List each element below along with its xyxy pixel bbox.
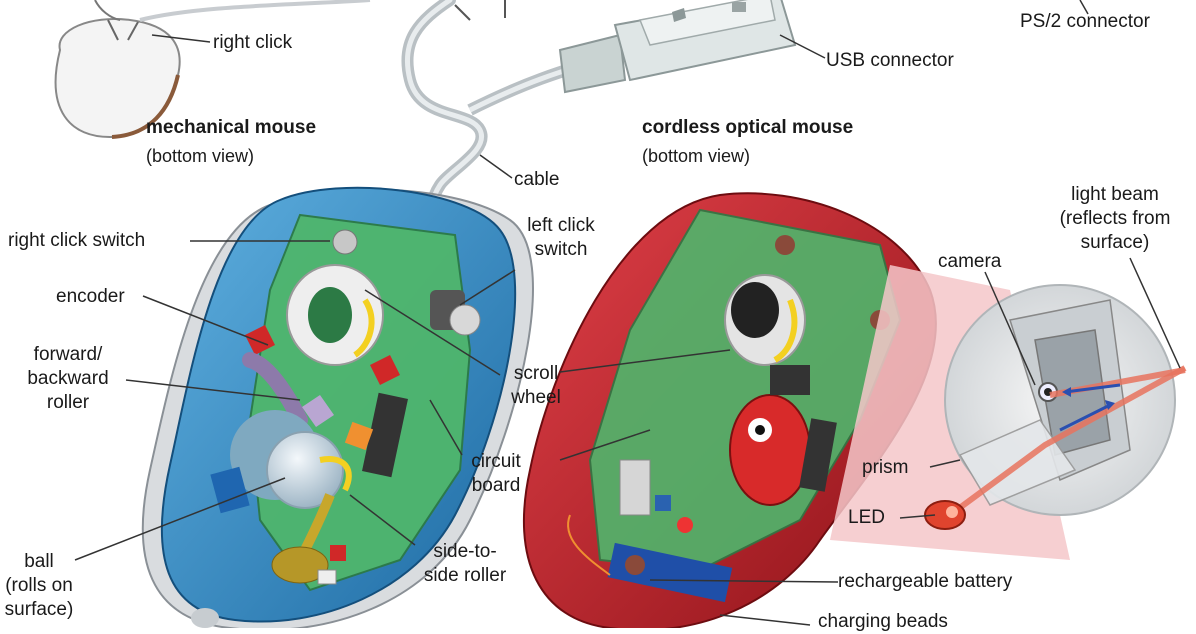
- label-scroll-wheel: scroll wheel: [500, 362, 572, 410]
- label-line: (rolls on: [5, 575, 73, 596]
- label-encoder: encoder: [56, 286, 125, 307]
- label-right-click-switch: right click switch: [8, 230, 146, 251]
- label-side-to-side-roller: side-to- side roller: [410, 540, 520, 588]
- label-line: surface): [4, 599, 74, 620]
- label-line: roller: [46, 392, 90, 413]
- label-line: board: [471, 475, 521, 496]
- label-line: circuit: [471, 451, 521, 472]
- label-light-beam: light beam (reflects from surface): [1040, 183, 1190, 255]
- label-line: light beam: [1071, 184, 1159, 205]
- label-line: wheel: [511, 387, 561, 408]
- label-line: forward/: [33, 344, 103, 365]
- label-forward-backward-roller: forward/ backward roller: [8, 343, 128, 415]
- cordless-mouse-subtitle: (bottom view): [642, 146, 751, 166]
- label-usb-connector: USB connector: [826, 50, 954, 71]
- label-line: side roller: [423, 565, 507, 586]
- label-rechargeable-battery: rechargeable battery: [838, 571, 1013, 592]
- label-line: ball: [24, 551, 54, 572]
- label-prism: prism: [862, 457, 909, 478]
- cordless-mouse-title: cordless optical mouse: [642, 117, 854, 138]
- optical-zoom-callout: [830, 265, 1187, 560]
- label-line: switch: [534, 239, 588, 260]
- mechanical-mouse: [141, 186, 534, 628]
- top-mouse: [54, 0, 181, 139]
- leader-lines: [74, 34, 1181, 626]
- label-line: scroll: [513, 363, 559, 384]
- optical-mouse: [522, 192, 937, 628]
- label-line: (reflects from: [1059, 208, 1171, 229]
- usb-connector: [558, 0, 797, 94]
- label-charging-beads: charging beads: [818, 611, 948, 632]
- label-circuit-board: circuit board: [456, 450, 536, 498]
- mechanical-mouse-title: mechanical mouse: [146, 117, 317, 138]
- label-cable: cable: [514, 169, 560, 190]
- label-camera: camera: [938, 251, 1002, 272]
- label-ps2-connector: PS/2 connector: [1020, 11, 1150, 32]
- mechanical-mouse-subtitle: (bottom view): [146, 146, 255, 166]
- label-ball: ball (rolls on surface): [0, 550, 78, 622]
- label-left-click-switch: left click switch: [506, 214, 616, 262]
- label-line: left click: [527, 215, 595, 236]
- label-led: LED: [848, 507, 885, 528]
- label-line: surface): [1080, 232, 1150, 253]
- label-right-click: right click: [213, 32, 293, 53]
- label-line: backward: [27, 368, 109, 389]
- label-line: side-to-: [433, 541, 497, 562]
